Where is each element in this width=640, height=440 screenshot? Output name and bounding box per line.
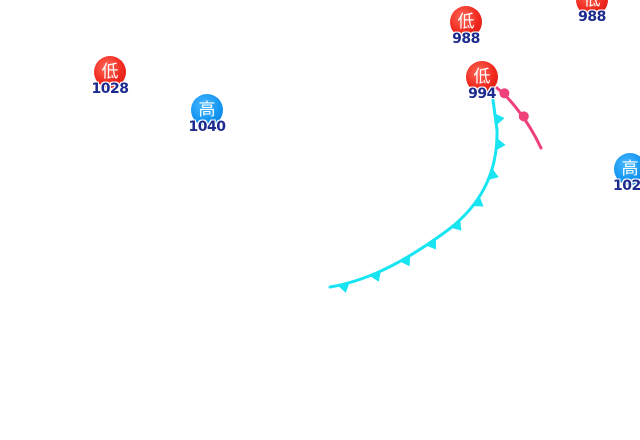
high-pressure-center[interactable]: 高 102	[598, 153, 640, 194]
cold-front-tooth	[426, 238, 437, 250]
pressure-value: 988	[452, 31, 480, 47]
high-pressure-center[interactable]: 高 1040	[177, 94, 237, 135]
warm-front[interactable]	[495, 86, 543, 150]
low-pressure-center[interactable]: 低 988	[562, 0, 622, 25]
pressure-value: 102	[613, 178, 640, 194]
high-pressure-symbol: 高	[614, 153, 640, 185]
low-pressure-symbol: 低	[94, 56, 126, 88]
pressure-value: 994	[468, 86, 496, 102]
low-pressure-symbol: 低	[466, 61, 498, 93]
cold-front-tooth	[369, 271, 381, 282]
cold-front-tooth	[399, 255, 411, 267]
cold-front-teeth	[337, 113, 506, 293]
cold-front-tooth	[488, 168, 499, 180]
high-pressure-symbol: 高	[191, 94, 223, 126]
low-pressure-center[interactable]: 低 1028	[80, 56, 140, 97]
cold-front-tooth	[472, 196, 484, 207]
warm-front-bumps	[499, 88, 529, 122]
pressure-value: 988	[578, 9, 606, 25]
cold-front-tooth	[337, 282, 350, 293]
low-pressure-center[interactable]: 低 988	[436, 6, 496, 47]
warm-front-bump	[499, 88, 510, 99]
warm-front-bump	[518, 111, 529, 122]
cold-front-tooth	[451, 219, 462, 231]
low-pressure-symbol: 低	[576, 0, 608, 16]
pressure-value: 1028	[91, 81, 129, 97]
cold-front-tooth	[496, 138, 506, 151]
low-pressure-center[interactable]: 低 994	[452, 61, 512, 102]
pressure-value: 1040	[188, 119, 226, 135]
low-pressure-symbol: 低	[450, 6, 482, 38]
cold-front-line	[328, 98, 499, 289]
cold-front[interactable]	[328, 98, 506, 293]
cold-front-tooth	[494, 113, 505, 126]
